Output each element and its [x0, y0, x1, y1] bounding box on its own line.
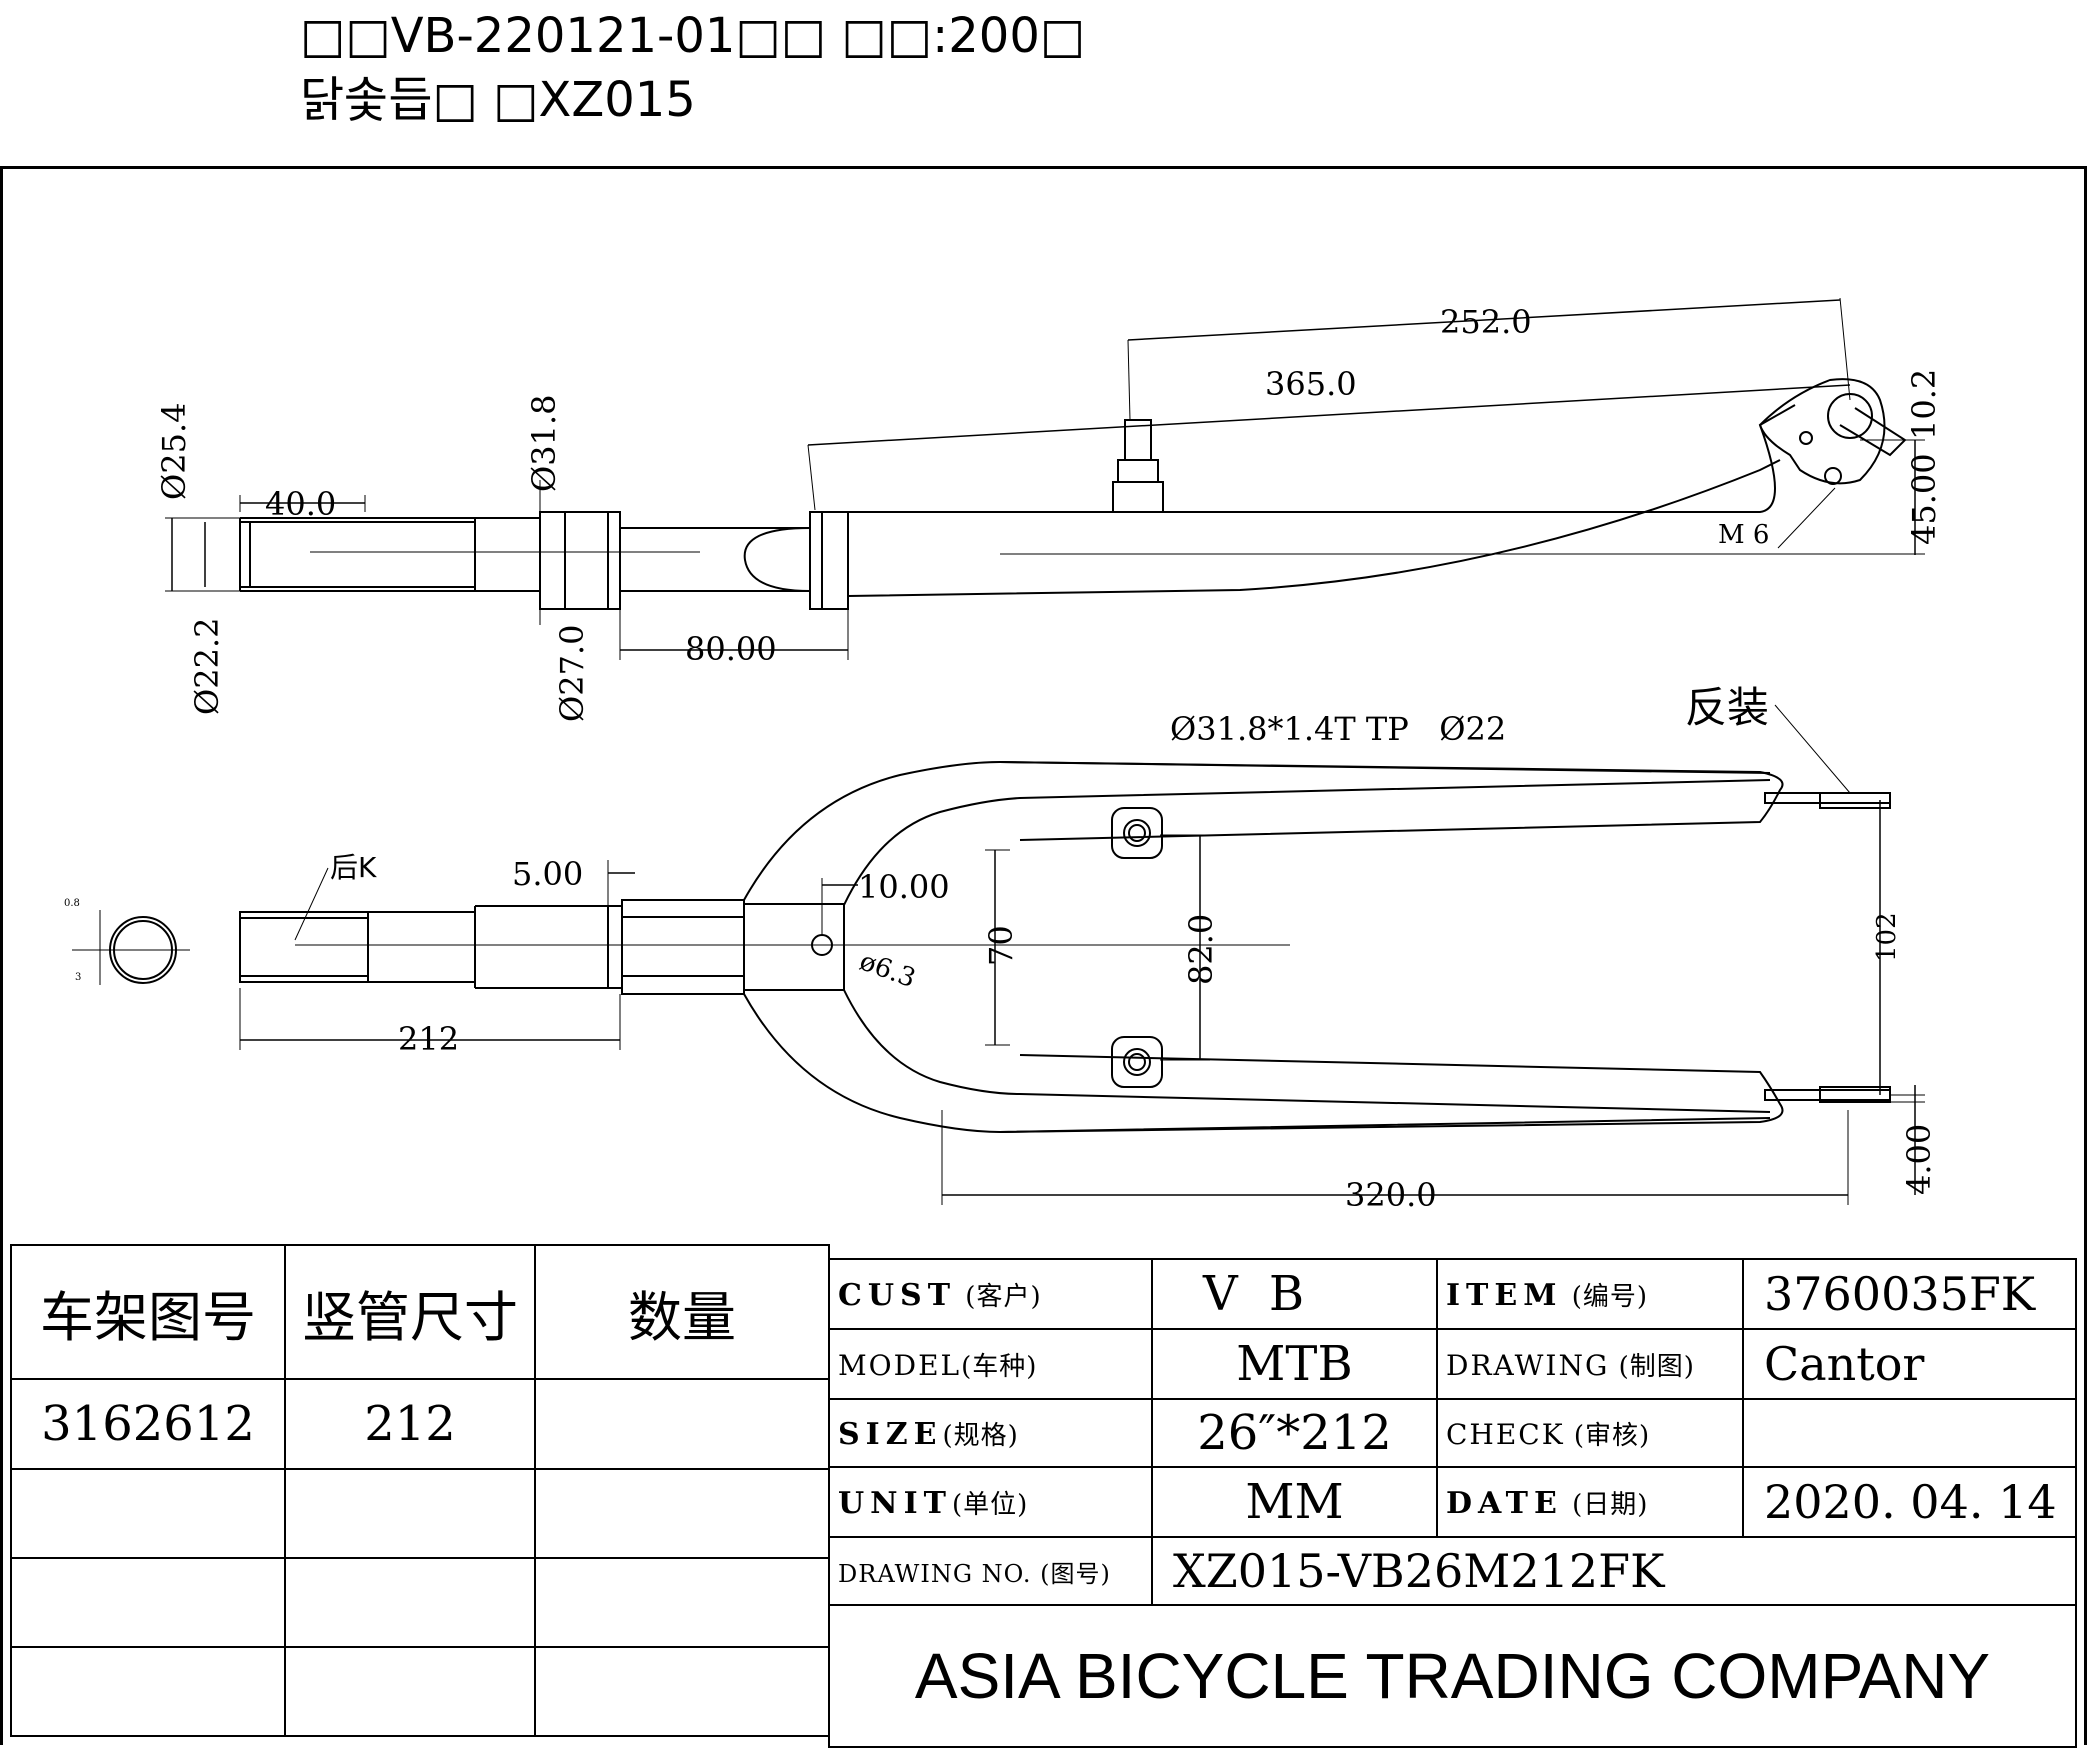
- cell-empty: [534, 1557, 830, 1648]
- sec-3: 3: [75, 972, 81, 983]
- model-value: MTB: [1151, 1328, 1438, 1400]
- dim-70: 70: [982, 925, 1020, 966]
- label-m6: M 6: [1718, 520, 1769, 550]
- drawing-label-cell: DRAWING (制图): [1436, 1328, 1744, 1400]
- label-rear-k: 后K: [330, 851, 377, 884]
- cell-empty: [10, 1468, 286, 1559]
- cust-label: CUST: [838, 1277, 957, 1313]
- cell-empty: [284, 1646, 536, 1737]
- dim-45: 45.00: [1905, 453, 1943, 545]
- cell-empty: [10, 1646, 286, 1737]
- unit-cn: (单位): [951, 1489, 1029, 1520]
- header-line-2: 닭솣듭□ □XZ015: [300, 72, 696, 128]
- size-label: SIZE: [838, 1416, 943, 1452]
- date-label: DATE: [1446, 1485, 1563, 1521]
- cell-frame-no: 3162612: [10, 1378, 286, 1470]
- dim-d22-2: Ø22.2: [188, 618, 226, 715]
- cell-empty: [284, 1468, 536, 1559]
- cell-empty: [284, 1557, 536, 1648]
- dwgno-label-cell: DRAWING NO. (图号): [828, 1536, 1153, 1606]
- check-label: CHECK: [1446, 1417, 1565, 1451]
- label-reverse: 反装: [1685, 683, 1769, 732]
- size-label-cell: SIZE(规格): [828, 1398, 1153, 1468]
- dim-320: 320.0: [1345, 1176, 1437, 1214]
- unit-label-cell: UNIT(单位): [828, 1466, 1153, 1538]
- side-view: Ø25.4 40.0 Ø22.2 Ø31.8 Ø27.0 80.00 365.0…: [155, 297, 1943, 722]
- unit-label: UNIT: [838, 1485, 952, 1521]
- dim-hole: ø6.3: [856, 946, 920, 994]
- dim-365: 365.0: [1265, 365, 1357, 403]
- cell-quantity: [534, 1378, 830, 1470]
- dwgno-label: DRAWING NO.: [838, 1559, 1032, 1588]
- cust-value: V B: [1151, 1258, 1438, 1330]
- header-quantity: 数量: [534, 1244, 830, 1380]
- model-label-cell: MODEL(车种): [828, 1328, 1153, 1400]
- drawing-value: Cantor: [1742, 1328, 2077, 1400]
- cell-empty: [534, 1468, 830, 1559]
- dim-4: 4.00: [1900, 1124, 1938, 1195]
- item-cn: (编号): [1571, 1281, 1648, 1312]
- dim-40: 40.0: [265, 485, 336, 523]
- check-value: [1742, 1398, 2077, 1468]
- model-label: MODEL: [838, 1348, 962, 1382]
- cust-label-cell: CUST (客户): [828, 1258, 1153, 1330]
- cell-empty: [10, 1557, 286, 1648]
- drawing-label: DRAWING: [1446, 1348, 1610, 1382]
- item-label: ITEM: [1446, 1277, 1563, 1313]
- drawing-cn: (制图): [1618, 1351, 1695, 1382]
- dim-d25-4: Ø25.4: [155, 403, 193, 500]
- date-cn: (日期): [1572, 1489, 1649, 1520]
- unit-value: MM: [1151, 1466, 1438, 1538]
- cust-cn: (客户): [965, 1281, 1042, 1312]
- dim-10: 10.00: [858, 868, 950, 906]
- cell-steerer-size: 212: [284, 1378, 536, 1470]
- dim-5: 5.00: [512, 855, 583, 893]
- drawing-border: [0, 166, 2087, 1745]
- dim-102: 102: [1872, 912, 1902, 962]
- parts-table: 车架图号 竖管尺寸 数量 3162612 212: [10, 1244, 830, 1737]
- dim-212: 212: [398, 1020, 459, 1058]
- size-value: 26″*212: [1151, 1398, 1438, 1468]
- date-value: 2020. 04. 14: [1742, 1466, 2077, 1538]
- dim-d31-8: Ø31.8: [525, 395, 563, 492]
- company-name: ASIA BICYCLE TRADING COMPANY: [828, 1604, 2077, 1748]
- item-value: 3760035FK: [1742, 1258, 2077, 1330]
- item-label-cell: ITEM (编号): [1436, 1258, 1744, 1330]
- label-tube-spec: Ø31.8*1.4T TP Ø22: [1170, 710, 1506, 748]
- header-steerer-size: 竖管尺寸: [284, 1244, 536, 1380]
- dim-80: 80.00: [685, 630, 777, 668]
- date-label-cell: DATE (日期): [1436, 1466, 1744, 1538]
- check-cn: (审核): [1573, 1420, 1651, 1451]
- dwgno-cn: (图号): [1040, 1559, 1111, 1588]
- cell-empty: [534, 1646, 830, 1737]
- size-cn: (规格): [942, 1420, 1019, 1451]
- check-label-cell: CHECK (审核): [1436, 1398, 1744, 1468]
- fork-drawing: Ø25.4 40.0 Ø22.2 Ø31.8 Ø27.0 80.00 365.0…: [64, 297, 1943, 1214]
- front-view: 0.8 3: [64, 683, 1938, 1214]
- dim-10-2: 10.2: [1905, 369, 1943, 440]
- dwgno-value: XZ015-VB26M212FK: [1151, 1536, 2077, 1606]
- title-block: CUST (客户) V B ITEM (编号) 3760035FK MODEL(…: [828, 1258, 2077, 1748]
- dim-82: 82.0: [1182, 914, 1220, 985]
- model-cn: (车种): [961, 1351, 1038, 1382]
- sec-0-8: 0.8: [64, 898, 80, 909]
- dim-d27: Ø27.0: [553, 625, 591, 722]
- dim-252: 252.0: [1440, 303, 1532, 341]
- header-line-1: □□VB-220121-01□□ □□:200□: [300, 8, 1086, 64]
- header-frame-no: 车架图号: [10, 1244, 286, 1380]
